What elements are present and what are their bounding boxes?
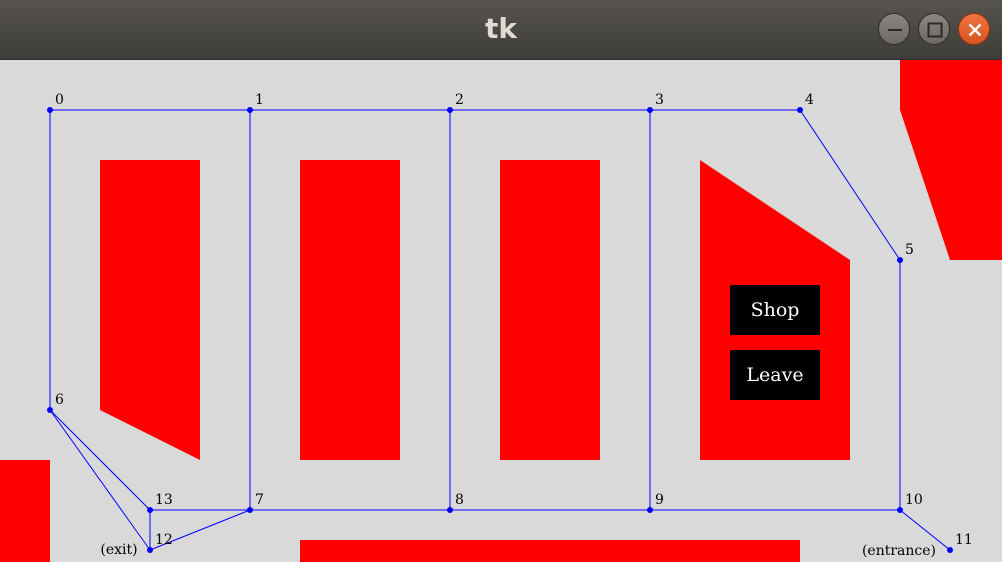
node-label-13: 13 bbox=[155, 492, 173, 508]
node-label-5: 5 bbox=[905, 242, 914, 258]
path-edge-6-13 bbox=[49, 409, 151, 511]
path-node-7 bbox=[247, 507, 253, 513]
maximize-button[interactable] bbox=[918, 13, 950, 45]
node-label-2: 2 bbox=[455, 92, 464, 108]
close-icon bbox=[968, 23, 982, 37]
node-label-3: 3 bbox=[655, 92, 664, 108]
path-nodes bbox=[47, 107, 953, 553]
node-label-11: 11 bbox=[955, 532, 973, 548]
path-node-11 bbox=[947, 547, 953, 553]
node-label-0: 0 bbox=[55, 92, 64, 108]
path-node-5 bbox=[897, 257, 903, 263]
shop-button[interactable]: Shop bbox=[730, 285, 820, 335]
shelf-bottom-left bbox=[0, 460, 50, 562]
path-edges bbox=[49, 109, 951, 551]
path-node-10 bbox=[897, 507, 903, 513]
path-edge-4-5 bbox=[799, 109, 901, 261]
maximize-icon bbox=[927, 22, 943, 38]
exit-label: (exit) bbox=[100, 542, 137, 558]
node-label-7: 7 bbox=[255, 492, 264, 508]
path-node-13 bbox=[147, 507, 153, 513]
path-node-9 bbox=[647, 507, 653, 513]
path-node-2 bbox=[447, 107, 453, 113]
node-label-1: 1 bbox=[255, 92, 264, 108]
entrance-label: (entrance) bbox=[862, 543, 936, 559]
shelf-1 bbox=[100, 160, 200, 460]
node-label-10: 10 bbox=[905, 492, 923, 508]
path-edge-6-12 bbox=[49, 409, 151, 551]
path-node-6 bbox=[47, 407, 53, 413]
node-label-9: 9 bbox=[655, 492, 664, 508]
title-bar[interactable]: tk bbox=[0, 0, 1002, 60]
path-node-1 bbox=[247, 107, 253, 113]
shelf-3 bbox=[500, 160, 600, 460]
minimize-icon bbox=[888, 29, 902, 31]
path-node-12 bbox=[147, 547, 153, 553]
path-node-3 bbox=[647, 107, 653, 113]
node-label-12: 12 bbox=[155, 532, 173, 548]
shelf-2 bbox=[300, 160, 400, 460]
window-title: tk bbox=[484, 12, 517, 45]
close-button[interactable] bbox=[958, 13, 990, 45]
node-label-6: 6 bbox=[55, 392, 64, 408]
node-label-4: 4 bbox=[805, 92, 814, 108]
shelf-bottom bbox=[300, 540, 800, 562]
node-label-8: 8 bbox=[455, 492, 464, 508]
path-node-8 bbox=[447, 507, 453, 513]
path-node-4 bbox=[797, 107, 803, 113]
path-edge-10-11 bbox=[899, 509, 951, 551]
shelf-top-right bbox=[900, 60, 1002, 260]
path-node-0 bbox=[47, 107, 53, 113]
leave-button[interactable]: Leave bbox=[730, 350, 820, 400]
minimize-button[interactable] bbox=[878, 13, 910, 45]
shelves bbox=[0, 60, 1002, 562]
path-edge-12-7 bbox=[149, 509, 251, 551]
